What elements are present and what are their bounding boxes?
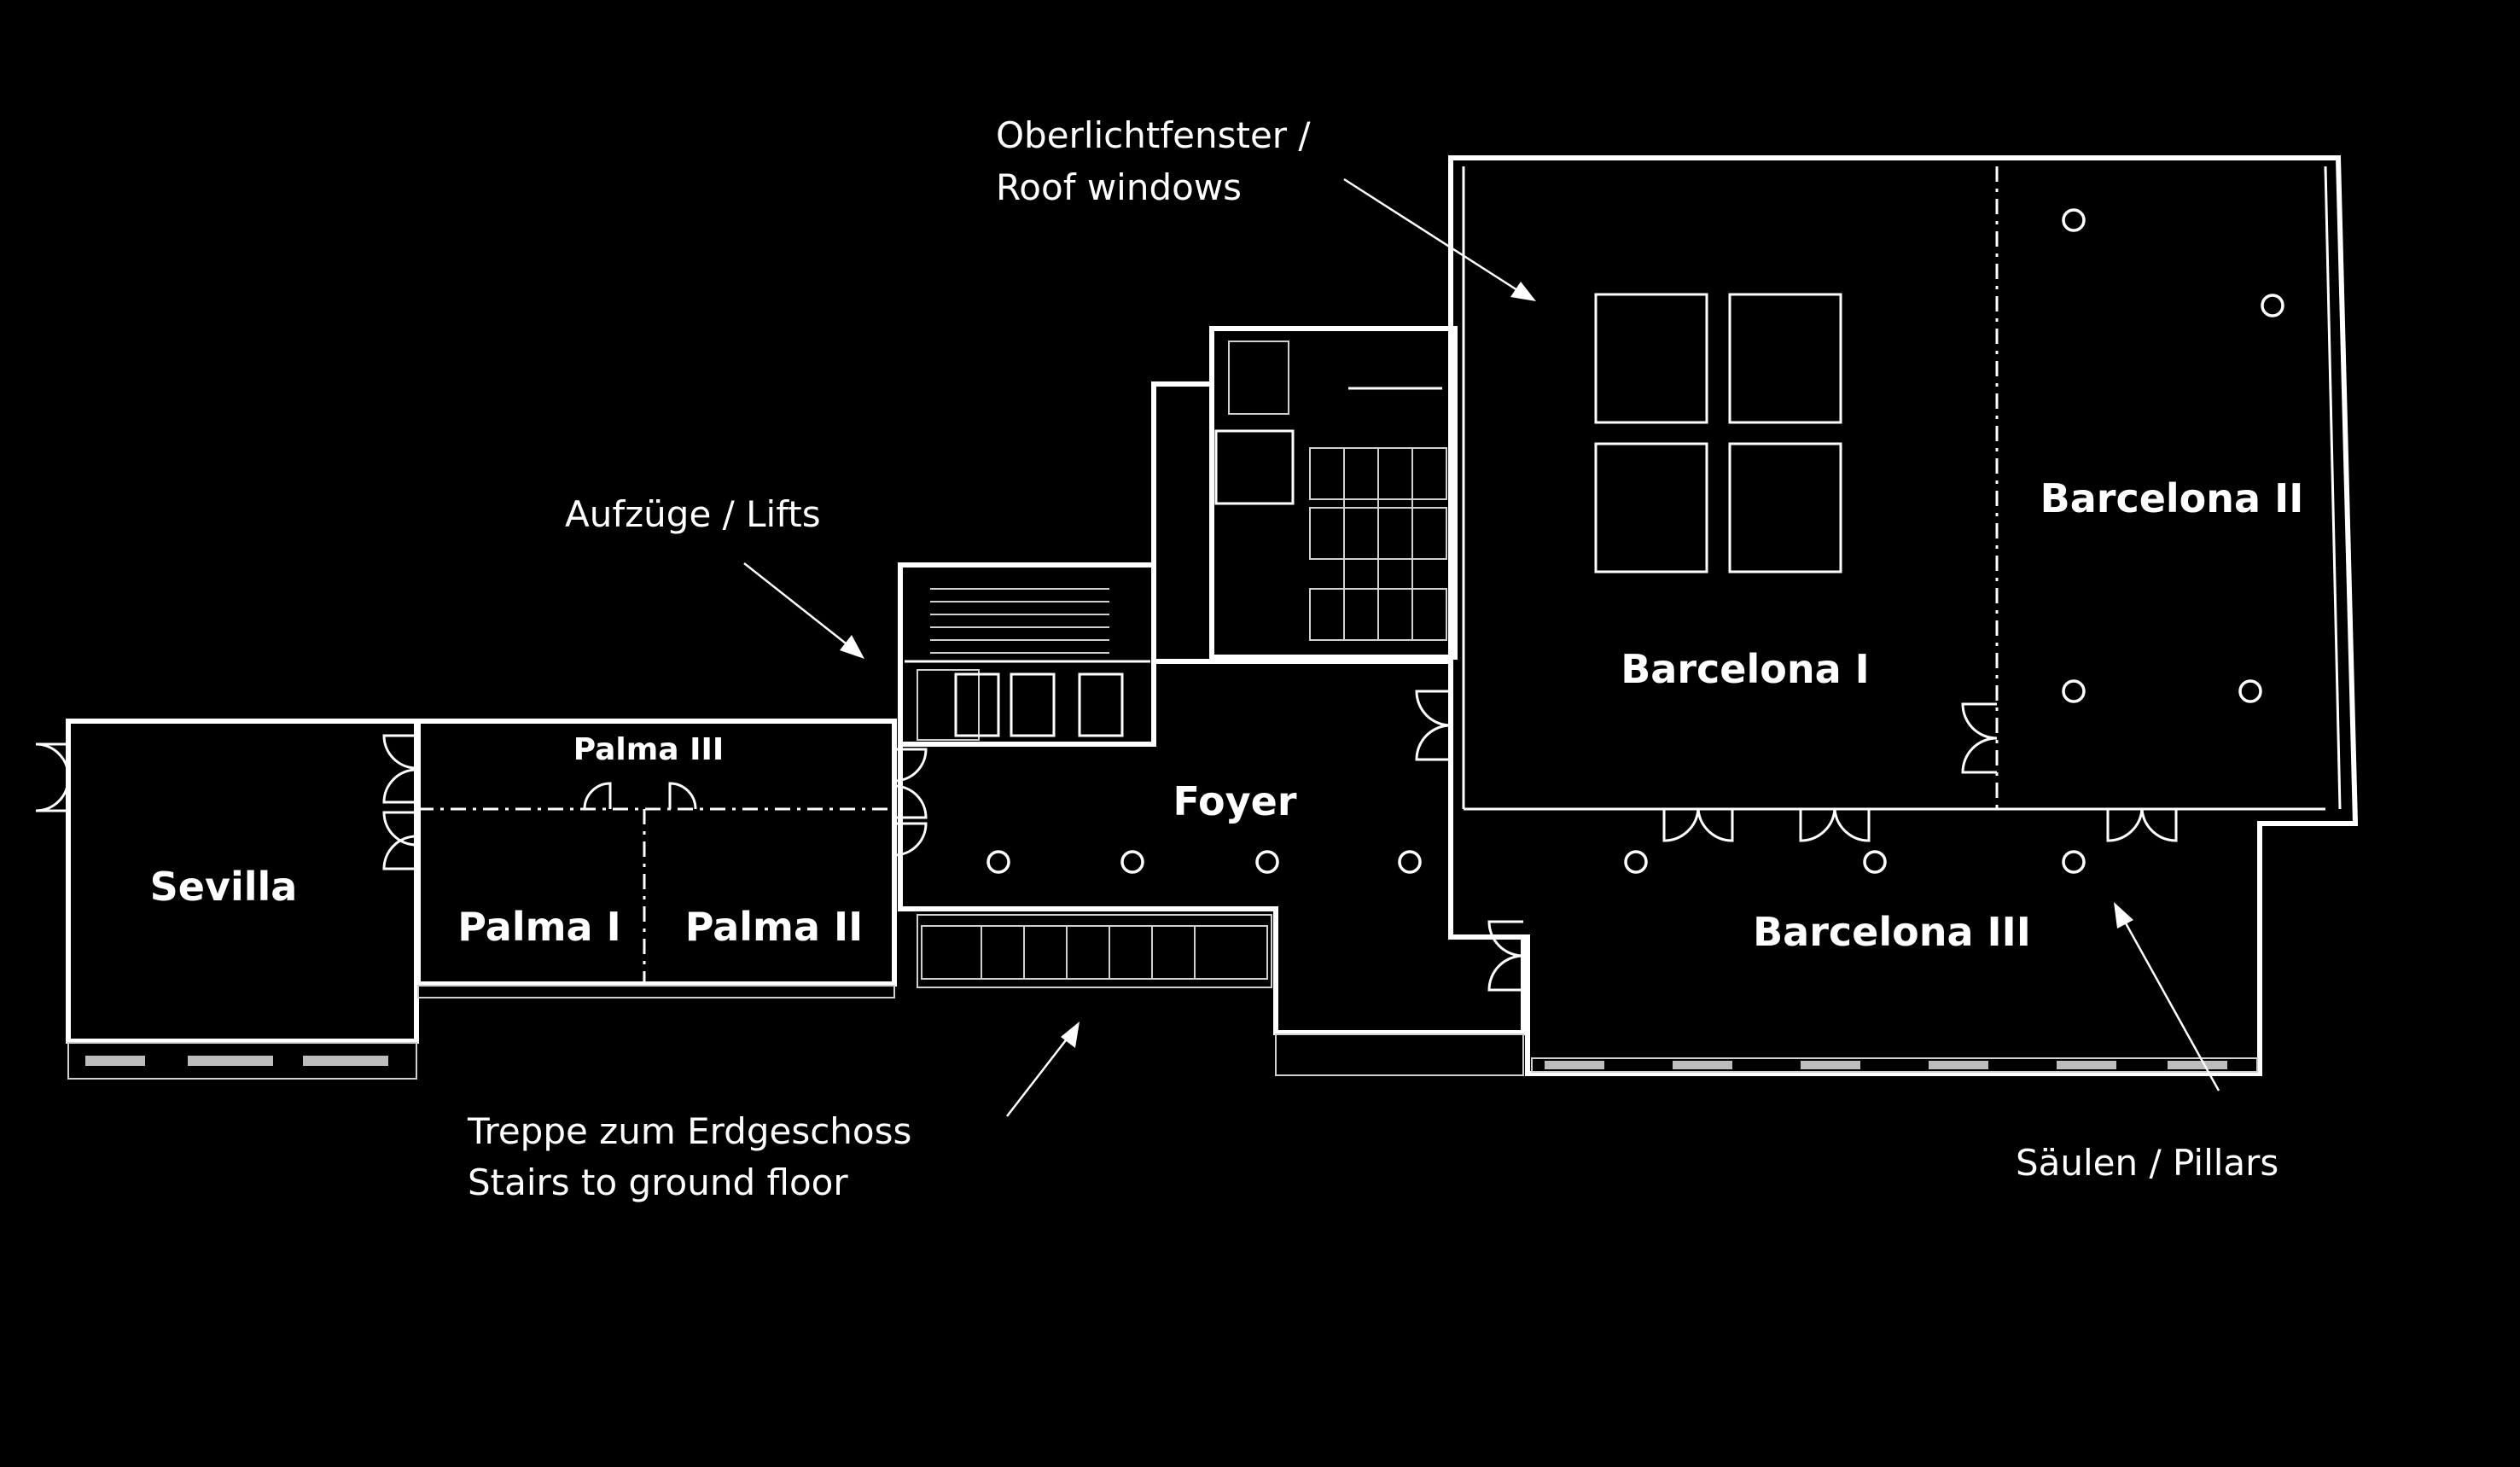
room-label-barcelona-2: Barcelona II xyxy=(2040,475,2304,521)
annotation-stairs-line1: Treppe zum Erdgeschoss xyxy=(467,1110,911,1152)
annotation-stairs: Treppe zum Erdgeschoss Stairs to ground … xyxy=(467,1022,1080,1203)
stair-flight xyxy=(921,925,1268,980)
sevilla-doors xyxy=(35,734,417,870)
room-label-palma-1: Palma I xyxy=(457,904,620,950)
room-label-barcelona-3: Barcelona III xyxy=(1753,909,2031,955)
annotation-pillars-line1: Säulen / Pillars xyxy=(2016,1142,2278,1184)
stair-treads xyxy=(930,588,1109,654)
palma-rooms xyxy=(416,719,928,998)
toilet-block xyxy=(1209,326,1458,660)
room-label-palma-2: Palma II xyxy=(685,904,864,950)
room-label-palma-3: Palma III xyxy=(573,732,725,767)
annotation-roof-windows-line2: Roof windows xyxy=(996,166,1242,208)
barcelona-1-2 xyxy=(1448,155,2359,1076)
annotation-lifts-line1: Aufzüge / Lifts xyxy=(565,493,821,535)
roof-windows xyxy=(1594,293,1842,573)
annotation-pillars: Säulen / Pillars xyxy=(2016,902,2278,1184)
lift-core xyxy=(898,562,1156,747)
sevilla-window-strip xyxy=(85,1056,388,1066)
barcelona-3-window-strip xyxy=(1545,1061,2227,1069)
toilet-stalls xyxy=(1309,387,1447,641)
room-label-foyer: Foyer xyxy=(1173,778,1296,824)
pillars xyxy=(986,208,2284,874)
barcelona-3-details xyxy=(1531,808,2258,1073)
room-label-sevilla: Sevilla xyxy=(150,864,298,910)
annotation-roof-windows-line1: Oberlichtfenster / xyxy=(996,114,1311,156)
annotation-lifts: Aufzüge / Lifts xyxy=(565,493,864,659)
annotation-stairs-line2: Stairs to ground floor xyxy=(468,1161,848,1203)
annotation-roof-windows: Oberlichtfenster / Roof windows xyxy=(996,114,1536,301)
room-label-barcelona-1: Barcelona I xyxy=(1621,646,1870,692)
